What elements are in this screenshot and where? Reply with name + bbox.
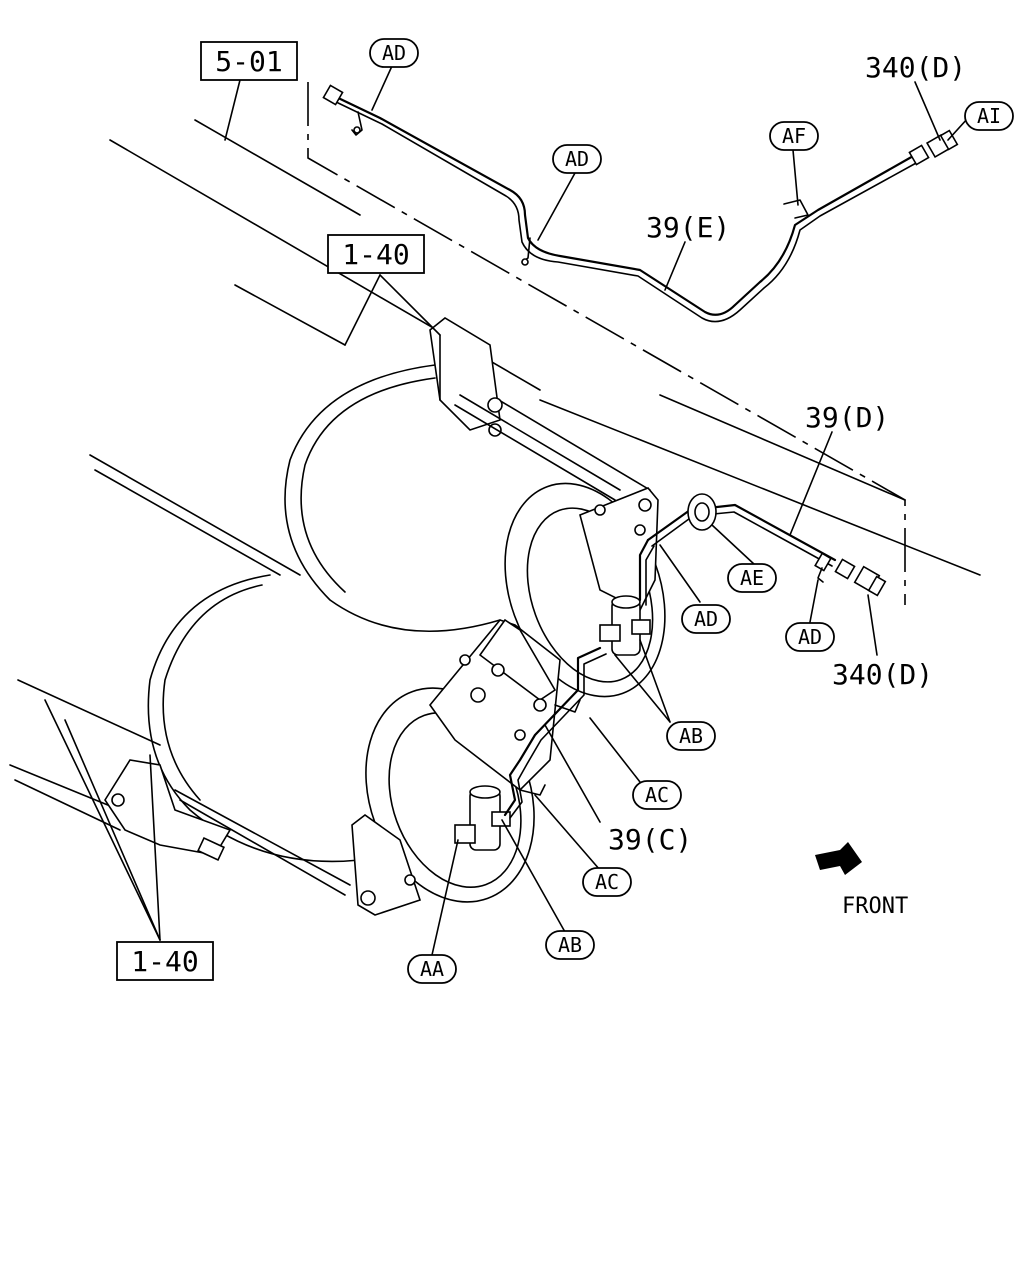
part-label-39c[interactable]: 39(C) bbox=[608, 823, 692, 856]
part-label-39d[interactable]: 39(D) bbox=[805, 401, 889, 434]
ref-box-1-40-top[interactable]: 1-40 bbox=[327, 234, 425, 274]
svg-text:AB: AB bbox=[679, 724, 703, 748]
svg-text:5-01: 5-01 bbox=[215, 45, 282, 78]
arrow-icon bbox=[815, 842, 862, 875]
callout-aa[interactable]: AA bbox=[407, 954, 457, 984]
front-indicator: FRONT bbox=[815, 842, 908, 919]
svg-text:AD: AD bbox=[565, 147, 589, 171]
lower-air-tank bbox=[104, 574, 535, 916]
callout-ad-1[interactable]: AD bbox=[369, 38, 419, 68]
callout-ae[interactable]: AE bbox=[727, 563, 777, 593]
svg-text:AD: AD bbox=[798, 625, 822, 649]
callout-ad-4[interactable]: AD bbox=[785, 622, 835, 652]
leader-lines bbox=[44, 65, 969, 956]
svg-text:AF: AF bbox=[782, 124, 806, 148]
ref-box-1-40-bottom[interactable]: 1-40 bbox=[116, 941, 214, 981]
callout-ai[interactable]: AI bbox=[964, 101, 1014, 131]
callout-ad-2[interactable]: AD bbox=[552, 144, 602, 174]
valve-upper bbox=[599, 595, 651, 656]
center-bracket bbox=[428, 618, 561, 792]
callout-af[interactable]: AF bbox=[769, 121, 819, 151]
part-label-340d-top[interactable]: 340(D) bbox=[865, 51, 966, 84]
svg-text:1-40: 1-40 bbox=[131, 945, 198, 978]
part-label-340d-bottom[interactable]: 340(D) bbox=[832, 658, 933, 691]
reference-boundary bbox=[307, 82, 906, 605]
callout-ab-1[interactable]: AB bbox=[666, 721, 716, 751]
svg-text:1-40: 1-40 bbox=[342, 238, 409, 271]
pipe-39c bbox=[503, 646, 607, 819]
svg-text:AC: AC bbox=[595, 870, 619, 894]
svg-text:AD: AD bbox=[382, 41, 406, 65]
callout-ac-1[interactable]: AC bbox=[632, 780, 682, 810]
svg-text:AA: AA bbox=[420, 957, 444, 981]
part-label-39e[interactable]: 39(E) bbox=[646, 211, 730, 244]
svg-text:AD: AD bbox=[694, 607, 718, 631]
callout-ad-3[interactable]: AD bbox=[681, 604, 731, 634]
callout-ab-2[interactable]: AB bbox=[545, 930, 595, 960]
pipe-39d bbox=[638, 493, 887, 606]
valve-lower bbox=[454, 785, 511, 851]
front-label: FRONT bbox=[842, 894, 908, 919]
svg-text:AI: AI bbox=[977, 104, 1001, 128]
pipe-39e bbox=[322, 84, 959, 323]
svg-text:AC: AC bbox=[645, 783, 669, 807]
ref-box-5-01[interactable]: 5-01 bbox=[200, 41, 298, 81]
callout-ac-2[interactable]: AC bbox=[582, 867, 632, 897]
upper-air-tank bbox=[284, 317, 666, 698]
svg-text:AB: AB bbox=[558, 933, 582, 957]
svg-text:AE: AE bbox=[740, 566, 764, 590]
